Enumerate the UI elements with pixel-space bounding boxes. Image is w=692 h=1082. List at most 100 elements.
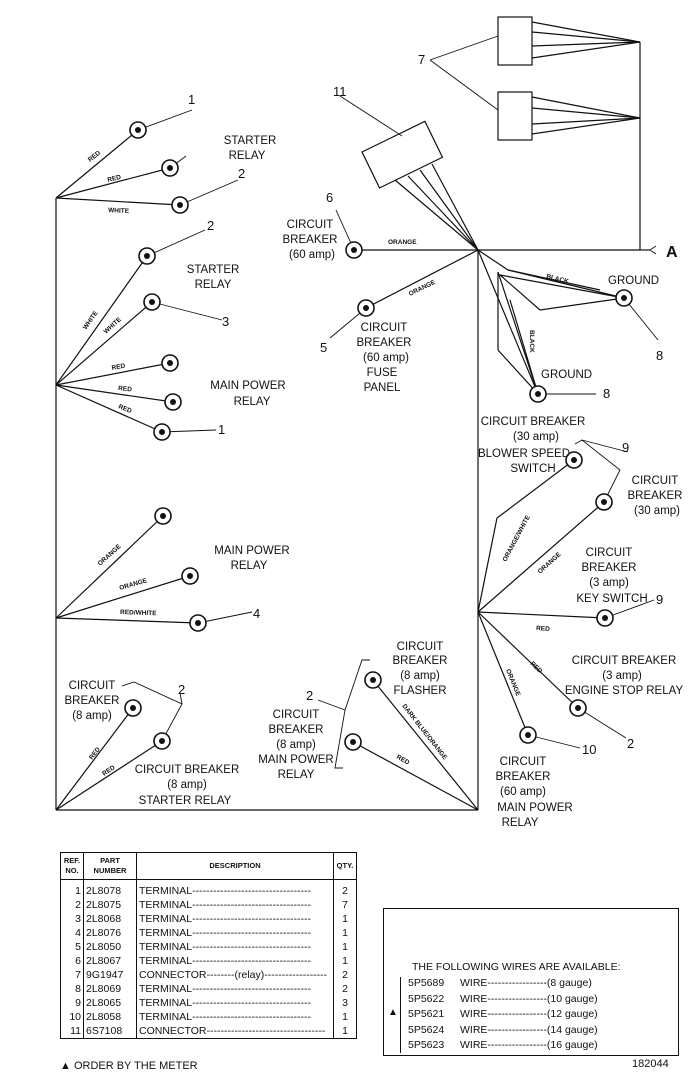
description-cell: TERMINAL--------------------------------… (136, 898, 334, 912)
callout-1: 1 (218, 422, 225, 437)
terminal (161, 354, 179, 372)
callout-2: 2 (178, 682, 185, 697)
terminal (143, 293, 161, 311)
svg-text:CIRCUIT: CIRCUIT (273, 709, 320, 721)
description-cell: TERMINAL--------------------------------… (136, 940, 334, 954)
header-qty: QTY. (333, 852, 357, 880)
terminal (153, 423, 171, 441)
svg-text:MAIN POWER: MAIN POWER (258, 754, 333, 766)
label-cb-30amp-right: CIRCUIT BREAKER (30 amp) (628, 475, 683, 517)
svg-text:(30 amp): (30 amp) (513, 431, 559, 443)
header-part-number: PART NUMBER (83, 852, 137, 880)
connector-a-arrow (649, 245, 657, 255)
wire-label-red: RED (117, 403, 133, 415)
callout-11: 11 (333, 84, 347, 99)
label-starter-relay-top: STARTER RELAY (224, 135, 277, 162)
qty-cell: 1 (333, 954, 357, 968)
svg-text:CIRCUIT: CIRCUIT (69, 680, 116, 692)
terminal (181, 567, 199, 585)
ref-no-cell: 8 (60, 982, 84, 996)
svg-text:MAIN POWER: MAIN POWER (210, 380, 285, 392)
callout-3: 3 (222, 314, 229, 329)
svg-text:CIRCUIT BREAKER: CIRCUIT BREAKER (572, 655, 677, 667)
svg-text:CIRCUIT: CIRCUIT (632, 475, 679, 487)
ground-wires (477, 249, 659, 395)
svg-text:(60 amp): (60 amp) (289, 249, 335, 261)
svg-text:STARTER: STARTER (187, 264, 240, 276)
callout-4: 4 (253, 606, 260, 621)
label-cb-8amp-starter: CIRCUIT BREAKER (8 amp) STARTER RELAY (135, 764, 240, 807)
svg-text:(60 amp): (60 amp) (500, 786, 546, 798)
qty-cell: 1 (333, 1010, 357, 1024)
harness-trunk (55, 42, 641, 811)
header-description: DESCRIPTION (136, 852, 334, 880)
qty-cell: 3 (333, 996, 357, 1010)
header-ref-no: REF. NO. (60, 852, 84, 880)
description-cell: CONNECTOR--------(relay)----------------… (136, 968, 334, 982)
wire-label-orange-white: ORANGE/WHITE (502, 514, 533, 563)
starter-relay-wires-top (55, 109, 239, 206)
svg-text:RELAY: RELAY (234, 396, 271, 408)
label-cb-8amp-left: CIRCUIT BREAKER (8 amp) (65, 680, 120, 722)
label-cb-8amp-main-power: CIRCUIT BREAKER (8 amp) MAIN POWER RELAY (258, 709, 333, 781)
bottom-middle-breaker-wires (317, 659, 479, 811)
svg-text:(8 amp): (8 amp) (400, 670, 440, 682)
svg-text:(8 amp): (8 amp) (72, 710, 112, 722)
svg-text:BLOWER SPEED: BLOWER SPEED (478, 448, 570, 460)
description-cell: TERMINAL--------------------------------… (136, 1010, 334, 1024)
label-cb-3amp-engine-stop: CIRCUIT BREAKER (3 amp) ENGINE STOP RELA… (565, 655, 684, 697)
order-by-meter-note: ▲ ORDER BY THE METER (60, 1060, 198, 1072)
wire-label-red: RED (107, 174, 122, 184)
wire-label-red: RED (111, 363, 126, 372)
svg-text:BREAKER: BREAKER (283, 234, 338, 246)
callout-8: 8 (656, 348, 663, 363)
qty-cell: 1 (333, 912, 357, 926)
ref-no-cell: 11 (60, 1024, 84, 1039)
svg-text:PANEL: PANEL (364, 382, 401, 394)
description-cell: TERMINAL--------------------------------… (136, 926, 334, 940)
terminal (138, 247, 156, 265)
callout-7: 7 (418, 52, 425, 67)
callout-10: 10 (582, 742, 596, 757)
svg-text:CIRCUIT: CIRCUIT (287, 219, 334, 231)
svg-text:RELAY: RELAY (231, 560, 268, 572)
part-number-cell: 2L8050 (83, 940, 137, 954)
wire-label-red-white: RED/WHITE (120, 609, 157, 617)
svg-text:BREAKER: BREAKER (269, 724, 324, 736)
svg-text:BREAKER: BREAKER (582, 562, 637, 574)
ref-no-cell: 1 (60, 879, 84, 898)
terminal (615, 289, 633, 307)
label-ground-2: GROUND (541, 369, 592, 381)
svg-text:CIRCUIT BREAKER: CIRCUIT BREAKER (135, 764, 240, 776)
ref-no-cell: 9 (60, 996, 84, 1010)
wire-label-red: RED (118, 385, 133, 393)
label-cb-30amp-blower: CIRCUIT BREAKER (30 amp) BLOWER SPEED SW… (478, 416, 585, 475)
svg-text:(8 amp): (8 amp) (276, 739, 316, 751)
wire-label-orange: ORANGE (408, 279, 437, 298)
relay-connector-upper (497, 16, 533, 66)
svg-text:BREAKER: BREAKER (628, 490, 683, 502)
ref-no-cell: 4 (60, 926, 84, 940)
svg-text:CIRCUIT: CIRCUIT (397, 641, 444, 653)
part-number-cell: 2L8067 (83, 954, 137, 968)
svg-text:STARTER RELAY: STARTER RELAY (139, 795, 232, 807)
ref-no-cell: 2 (60, 898, 84, 912)
part-number-cell: 2L8078 (83, 879, 137, 898)
relay-connector-lower (497, 91, 533, 141)
wiring-diagram: RED RED WHITE WHITE WHITE RED RED RED OR… (55, 16, 684, 829)
wire-label-white: WHITE (108, 207, 130, 215)
wire-label-red: RED (536, 625, 550, 633)
starter-main-relay-wires (55, 229, 223, 433)
svg-text:BREAKER: BREAKER (496, 771, 551, 783)
description-cell: CONNECTOR-------------------------------… (136, 1024, 334, 1039)
qty-cell: 2 (333, 968, 357, 982)
callout-9: 9 (656, 592, 663, 607)
